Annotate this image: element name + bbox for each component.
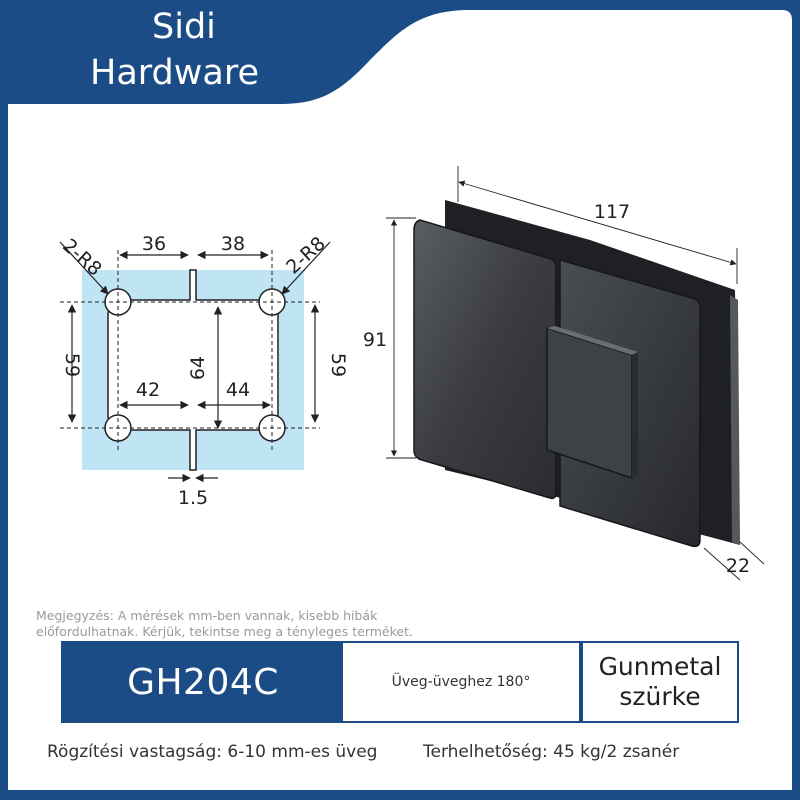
dim-38: 38 xyxy=(221,233,245,255)
note-line2: előfordulhatnak. Kérjük, tekintse meg a … xyxy=(36,624,413,639)
finish-line1: Gunmetal xyxy=(598,652,722,681)
finish-color: Gunmetal szürke xyxy=(583,643,737,721)
note-line1: Megjegyzés: A mérések mm-ben vannak, kis… xyxy=(36,608,378,623)
technical-drawing: 36 38 42 44 59 59 64 1.5 2-R8 2-R8 xyxy=(58,166,765,581)
load-capacity-spec: Terhelhetőség: 45 kg/2 zsanér xyxy=(423,742,680,762)
brand-logo: Sidi Hardware xyxy=(90,4,300,96)
glass-cutout-diagram: 36 38 42 44 59 59 64 1.5 2-R8 2-R8 xyxy=(58,233,349,509)
dim-36: 36 xyxy=(142,233,166,255)
dim-91: 91 xyxy=(363,329,387,351)
brand-name-line2: Hardware xyxy=(90,53,259,93)
hinge-type: Üveg-üveghez 180° xyxy=(391,674,531,690)
dim-117: 117 xyxy=(594,201,630,223)
dim-59-left: 59 xyxy=(61,353,83,377)
model-number: GH204C xyxy=(63,643,343,721)
hinge-product-image: 117 91 22 xyxy=(363,166,765,581)
dim-59-right: 59 xyxy=(327,353,349,377)
dim-1-5: 1.5 xyxy=(178,487,208,509)
dim-64: 64 xyxy=(187,356,209,380)
spec-box: GH204C Üveg-üveghez 180° Gunmetal szürke xyxy=(61,641,739,723)
brand-name-line1: Sidi xyxy=(152,7,216,47)
dim-42: 42 xyxy=(136,379,160,401)
glass-thickness-spec: Rögzítési vastagság: 6-10 mm-es üveg xyxy=(47,742,378,762)
dim-44: 44 xyxy=(226,379,250,401)
finish-line2: szürke xyxy=(619,682,701,711)
spec-divider xyxy=(579,643,583,721)
measurement-note: Megjegyzés: A mérések mm-ben vannak, kis… xyxy=(36,608,456,640)
dim-22: 22 xyxy=(726,555,750,577)
